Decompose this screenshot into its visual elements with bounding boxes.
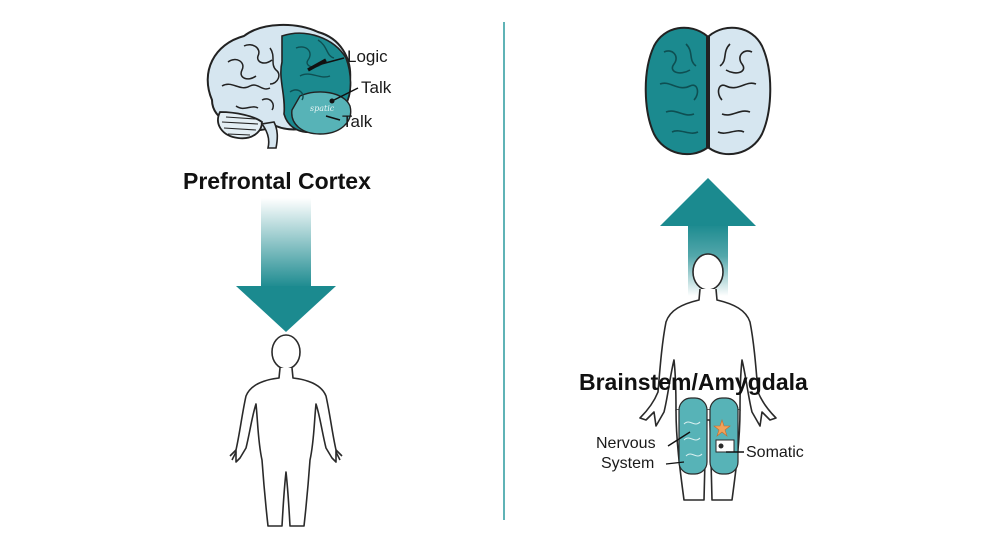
brainstem-amygdala-title: Brainstem/Amygdala [579,369,808,395]
talk-upper-dot [329,98,335,104]
side-brain-icon [206,23,352,149]
talk-lower-leader-line [325,115,341,121]
talk-lower-label: Talk [342,112,373,131]
nervous-leader-line [667,431,691,447]
system-label: System [601,455,655,472]
top-brain-icon [644,26,772,156]
nervous-somatic-panels [678,397,739,475]
logic-marker [307,58,327,72]
small-card-icon [715,439,735,453]
logic-label: Logic [347,47,388,66]
nervous-leader-line-2 [665,461,685,465]
prefrontal-cortex-title: Prefrontal Cortex [183,168,371,194]
nervous-label: Nervous [596,435,656,452]
center-divider [503,22,505,520]
talk-upper-label: Talk [361,78,392,97]
downward-arrow [236,198,336,332]
star-icon [713,419,731,437]
brain-scribble-text: spatic [310,104,335,113]
human-body-outline-left [229,334,343,527]
talk-upper-leader-line [333,87,359,101]
somatic-label: Somatic [746,444,804,461]
